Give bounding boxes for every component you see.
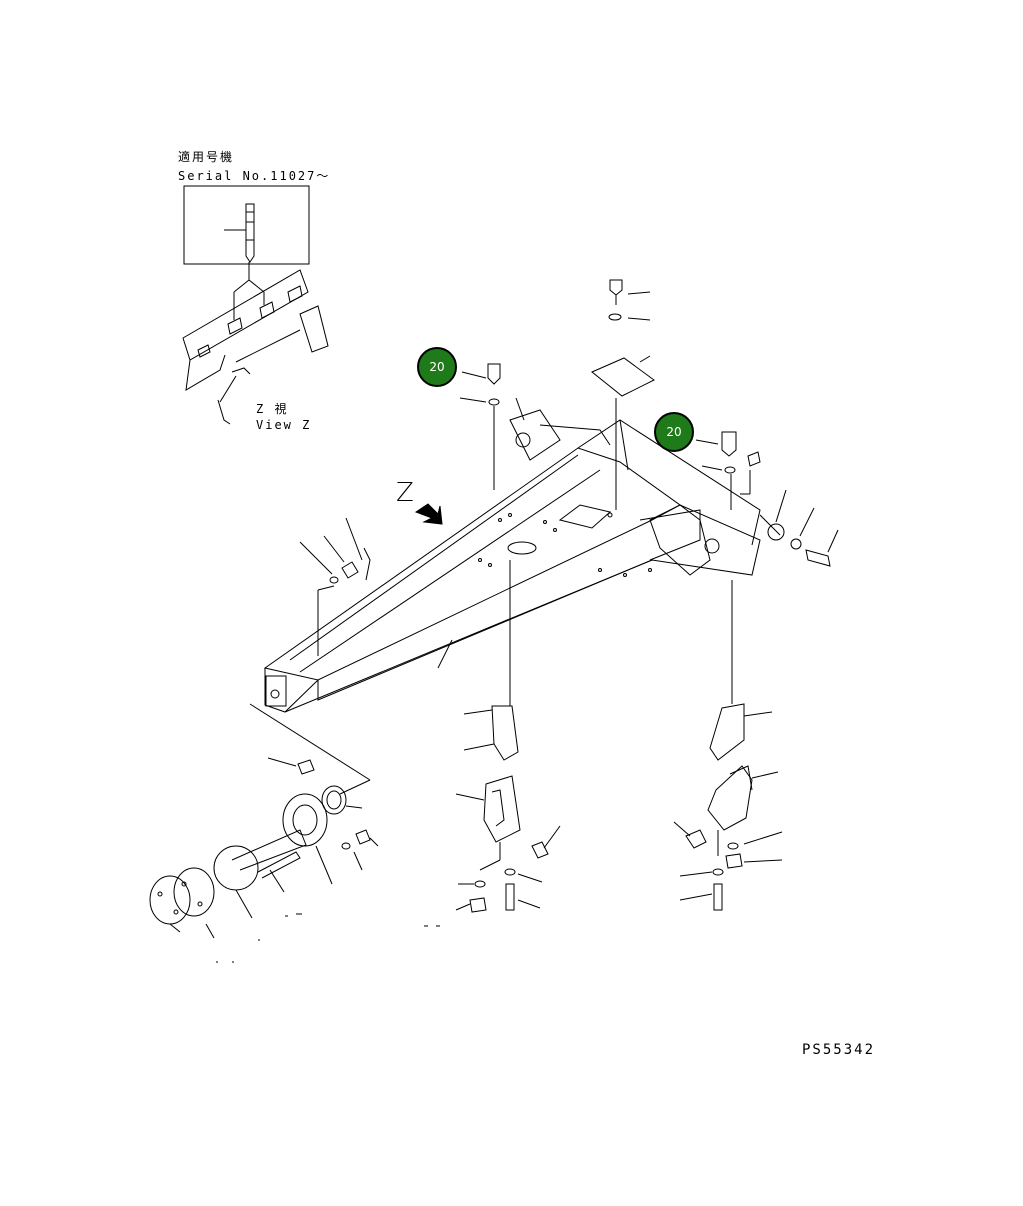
nut-left-upper [341, 561, 359, 579]
nut-lower-left [355, 829, 371, 845]
shim-plate-1 [149, 875, 191, 925]
view-z-arrow [414, 503, 443, 525]
bolt-left-callout [487, 363, 501, 385]
serial-label-jp: 適用号機 [178, 150, 235, 164]
grease-fitting-left [297, 759, 315, 775]
o-ring-left [321, 785, 347, 815]
bracket-lower-center [483, 775, 521, 843]
upper-hardware [299, 279, 839, 669]
frame-left-pin [515, 432, 531, 448]
bolt-bottom-right [713, 883, 723, 911]
bracket-upper-center [491, 705, 519, 761]
callout-badge-1[interactable]: 20 [417, 347, 457, 387]
frame-end-box [265, 675, 287, 707]
frame-right-bracket [649, 504, 711, 576]
flange-left [282, 793, 328, 847]
ball-joint-assembly [149, 703, 379, 939]
nut-bottom-right [725, 853, 743, 869]
bolt-right-callout [721, 431, 737, 457]
bolt-bottom-center [505, 883, 515, 911]
frame-right-pin [767, 523, 785, 541]
nut-bottom-center [469, 897, 487, 913]
frame-front-end [264, 668, 319, 713]
main-frame [263, 409, 785, 713]
inset-frame-rail [182, 269, 309, 361]
center-bottom-bracket [455, 560, 561, 913]
plate-top-center [591, 357, 655, 397]
z-direction-arrow-icon [414, 503, 443, 525]
drawing-code: PS55342 [802, 1042, 876, 1058]
view-label-en: View Z [256, 418, 312, 432]
bolt-top-center [609, 279, 623, 296]
serial-label-en: Serial No.11027～ [178, 169, 331, 183]
inset-detail-box [183, 185, 310, 265]
bracket-upper-right [709, 703, 745, 761]
stray-marks [216, 913, 440, 963]
view-z-letter: Z [396, 478, 414, 508]
frame-rear-crossmember [577, 419, 761, 546]
inset-tag-part [245, 203, 255, 263]
frame-top-face [263, 447, 681, 681]
view-label-jp: Z 視 [256, 402, 289, 416]
ball-stud [231, 829, 307, 871]
right-bottom-bracket [673, 580, 783, 911]
shim-plate-2 [173, 867, 215, 917]
inset-view-z [182, 185, 329, 425]
callout-badge-2[interactable]: 20 [654, 412, 694, 452]
bracket-lower-right [707, 765, 753, 831]
inset-handle [299, 305, 329, 353]
grease-fitting-right [685, 829, 707, 849]
grease-fitting-center [531, 841, 549, 859]
washer-top-center [608, 313, 622, 321]
bolt-right-side [805, 549, 831, 567]
frame-center-hole [507, 541, 537, 555]
